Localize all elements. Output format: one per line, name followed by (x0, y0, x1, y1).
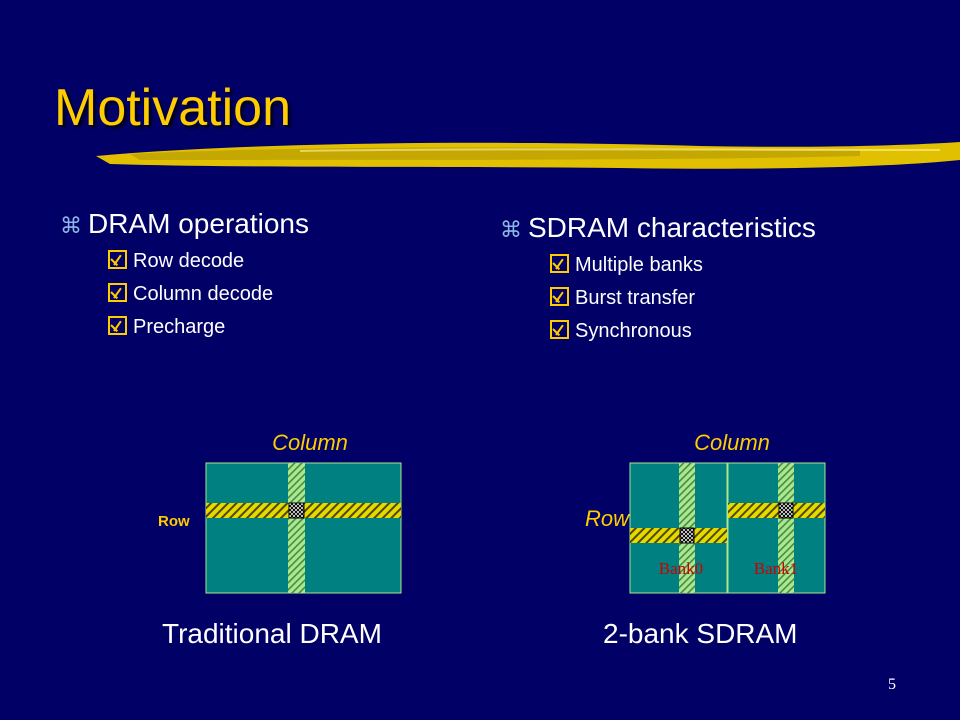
right-item-text: Multiple banks (575, 254, 703, 276)
traditional-dram-diagram: Column Row (158, 430, 402, 594)
right-bullet-list: ⌘SDRAM characteristics Multiple banks Bu… (500, 212, 816, 343)
title-underline-brush (96, 142, 960, 169)
left-heading: ⌘DRAM operations (60, 208, 309, 240)
checkbox-icon (550, 287, 569, 306)
left-item-text: Precharge (133, 316, 226, 338)
page-number: 5 (888, 676, 896, 693)
left-item: Column decode (108, 283, 309, 306)
right-heading-text: SDRAM characteristics (528, 212, 816, 243)
checkbox-icon (108, 250, 127, 269)
bullet-icon: ⌘ (500, 217, 522, 242)
left-column-label: Column (272, 430, 348, 455)
right-item-text: Synchronous (575, 320, 692, 342)
checkbox-icon (108, 316, 127, 335)
right-column-label: Column (694, 430, 770, 455)
right-item: Synchronous (550, 320, 816, 343)
right-heading: ⌘SDRAM characteristics (500, 212, 816, 244)
left-item: Row decode (108, 250, 309, 273)
right-caption: 2-bank SDRAM (603, 618, 798, 649)
checkbox-icon (550, 254, 569, 273)
right-item-text: Burst transfer (575, 287, 696, 309)
left-column-stripe (288, 463, 305, 593)
bank0-label: Bank0 (659, 559, 703, 578)
bank1-label: Bank1 (754, 559, 798, 578)
left-bullet-list: ⌘DRAM operations Row decode Column decod… (60, 208, 309, 339)
left-heading-text: DRAM operations (88, 208, 309, 239)
checkbox-icon (108, 283, 127, 302)
sdram-diagram: Column Row Bank0 Bank1 (585, 430, 826, 594)
left-item-text: Column decode (133, 283, 274, 305)
left-caption: Traditional DRAM (162, 618, 382, 649)
left-row-label: Row (158, 513, 190, 530)
left-item-text: Row decode (133, 250, 245, 272)
right-item: Burst transfer (550, 287, 816, 310)
bank0-cell-intersection (679, 527, 695, 544)
bank1-cell-intersection (778, 502, 794, 519)
left-cell-intersection (288, 502, 305, 519)
checkbox-icon (550, 320, 569, 339)
bullet-icon: ⌘ (60, 213, 82, 238)
right-row-label: Row (585, 506, 631, 531)
left-item: Precharge (108, 316, 309, 339)
bank1-row-stripe (728, 503, 825, 518)
bank1-column-stripe (778, 463, 794, 593)
slide-title: Motivation (54, 79, 291, 137)
bank1-array (727, 462, 826, 594)
right-item: Multiple banks (550, 254, 816, 277)
bank0-row-stripe (630, 528, 727, 543)
